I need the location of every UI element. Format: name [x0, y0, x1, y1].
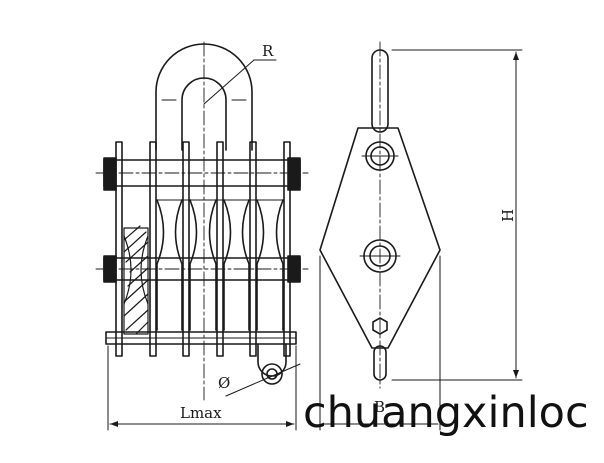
side-plate-outline: [319, 127, 441, 349]
h-label: H: [499, 209, 517, 222]
front-view: R: [95, 41, 309, 431]
shackle-outer: [155, 43, 253, 151]
shackle-inner: [181, 77, 227, 151]
bottom-bolt: [372, 317, 388, 335]
top-stud: [371, 49, 389, 133]
lmax-label: Lmax: [180, 404, 222, 422]
top-nut-left: [103, 157, 117, 191]
side-plates: [115, 141, 291, 357]
diameter-leader: [225, 363, 301, 397]
radius-leader: [203, 59, 255, 105]
top-nut-right: [287, 157, 301, 191]
sheaves: [156, 199, 284, 331]
sectioned-sheave: [123, 225, 149, 335]
side-view: H B: [319, 41, 523, 431]
diameter-label: Ø: [218, 374, 230, 392]
mid-nut-right: [287, 255, 301, 283]
b-label: B: [374, 398, 385, 416]
bottom-tab: [373, 345, 387, 381]
radius-label: R: [262, 42, 274, 60]
becket-eye: [261, 363, 283, 385]
watermark-text: chuangxinloc: [303, 388, 589, 438]
mid-nut-left: [103, 255, 117, 283]
